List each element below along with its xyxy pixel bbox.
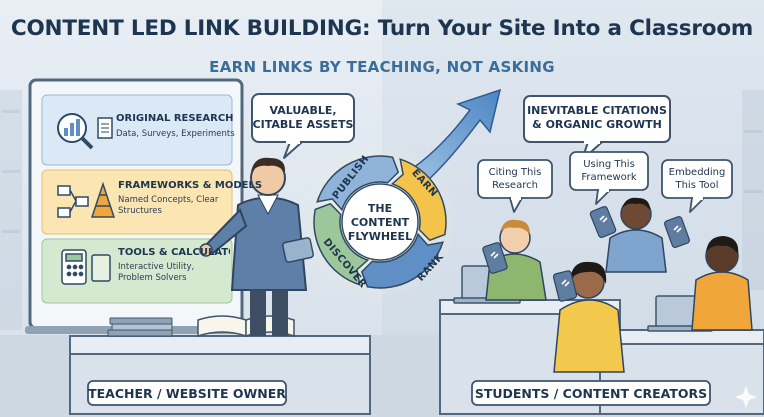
student-1 (482, 219, 547, 301)
teacher-caption-box (87, 380, 287, 406)
frameworks-panel-text: FRAMEWORKS & MODELS Named Concepts, Clea… (118, 180, 262, 217)
student-bubble-tool (661, 159, 733, 213)
student-3 (589, 197, 667, 273)
teacher-bubble-text: VALUABLE, CITABLE ASSETS (252, 104, 354, 131)
student-bubble-framework (569, 151, 649, 205)
student-bubble-research (477, 159, 553, 213)
flywheel-segment-publish (316, 155, 400, 212)
growth-box (523, 95, 671, 161)
teacher-speech-bubble (251, 93, 355, 159)
book-stack-icon (107, 317, 173, 337)
flywheel-segment-discover (313, 202, 370, 286)
page-subtitle: EARN LINKS BY TEACHING, NOT ASKING (209, 58, 555, 76)
frameworks-heading: FRAMEWORKS & MODELS (118, 180, 263, 191)
growth-box-text: INEVITABLE CITATIONS & ORGANIC GROWTH (527, 104, 667, 131)
tools-panel (41, 238, 233, 304)
link-icon (490, 215, 682, 287)
flywheel-segment-rank (360, 232, 444, 289)
sparkle-icon (735, 386, 757, 408)
tools-panel-text: TOOLS & CALCULATORS Interactive Utility,… (118, 247, 230, 284)
flywheel-segment-earn (390, 158, 447, 242)
teacher-figure (199, 157, 314, 336)
frameworks-detail-1: Named Concepts, Clear (118, 195, 219, 205)
student-bubble-framework-text: Using This Framework (581, 159, 637, 183)
research-panel-text: ORIGINAL RESEARCH Data, Surveys, Experim… (116, 113, 235, 140)
student-2 (552, 261, 625, 373)
teacher-caption: TEACHER / WEBSITE OWNER (88, 386, 286, 401)
bookshelf-right (742, 90, 764, 290)
bookshelf-left (0, 90, 22, 330)
growth-arrow (408, 88, 502, 183)
page-title: CONTENT LED LINK BUILDING: Turn Your Sit… (10, 16, 754, 41)
tools-detail-1: Interactive Utility, (118, 262, 195, 272)
student-4 (663, 216, 753, 331)
calculator-icon (61, 249, 111, 285)
frameworks-detail-2: Structures (118, 206, 162, 216)
students-caption-box (471, 380, 711, 406)
flywheel-hub (341, 183, 419, 261)
student-bubble-research-text: Citing This Research (488, 167, 542, 191)
students-caption: STUDENTS / CONTENT CREATORS (474, 386, 708, 401)
magnifier-chart-icon (57, 113, 113, 150)
tools-detail-2: Problem Solvers (118, 273, 187, 283)
flowchart-pyramid-icon (57, 181, 116, 218)
frameworks-panel (41, 169, 233, 235)
flywheel (313, 155, 447, 289)
tools-heading: TOOLS & CALCULATORS (118, 247, 230, 258)
research-detail: Data, Surveys, Experiments (116, 129, 235, 139)
student-bubble-tool-text: Embedding This Tool (668, 167, 726, 191)
research-heading: ORIGINAL RESEARCH (116, 113, 234, 124)
flywheel-center-label: THE CONTENT FLYWHEEL (347, 202, 413, 243)
